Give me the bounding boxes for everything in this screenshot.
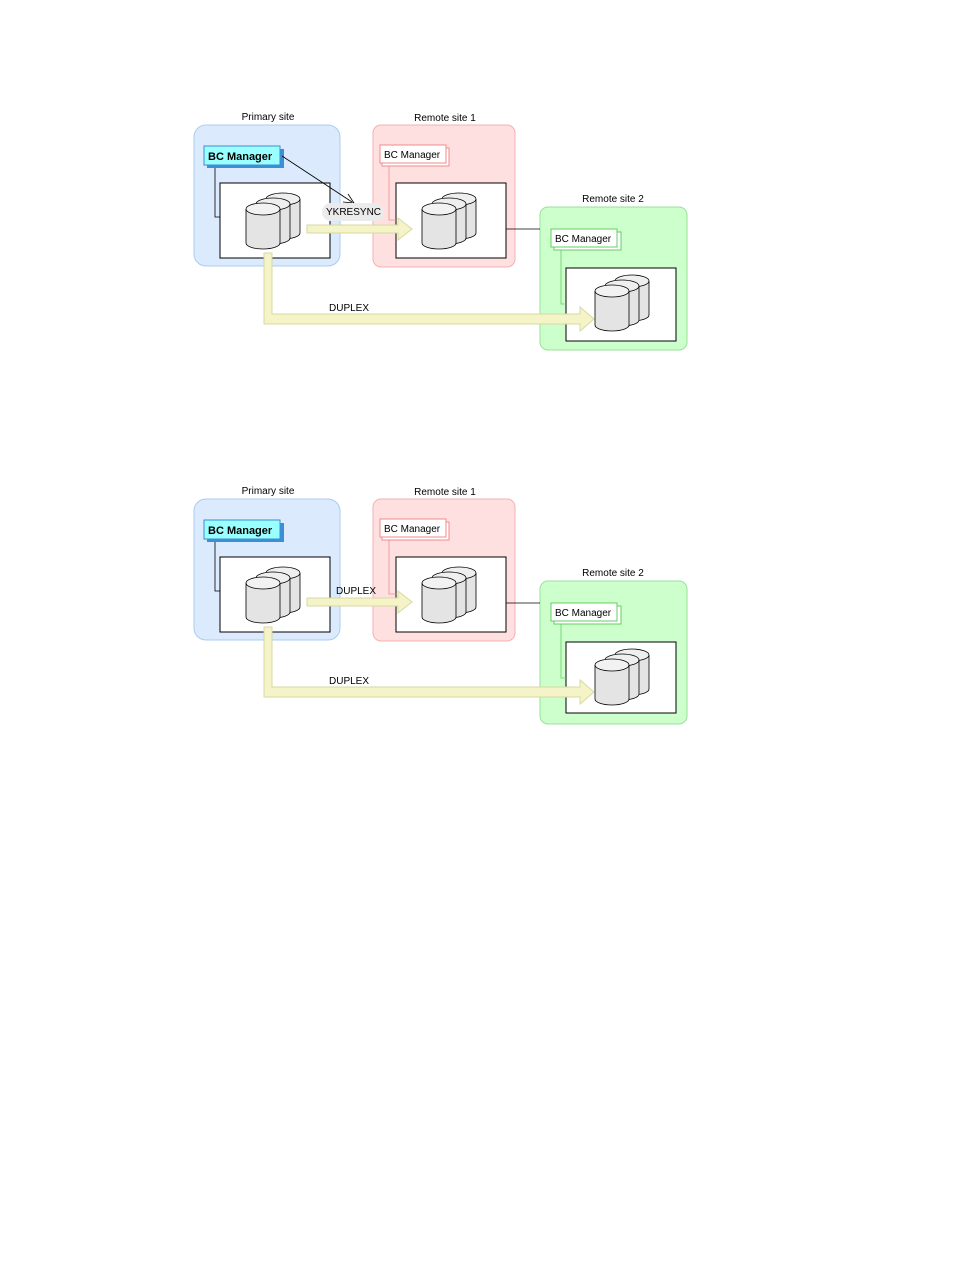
diagram-before-resync: Primary site Remote site 1 Remote site 2…	[0, 100, 954, 360]
remote2-pair-status-label: DUPLEX	[329, 303, 369, 314]
remote2-bc-manager-label: BC Manager	[555, 234, 612, 245]
command-arrow-head	[343, 194, 354, 203]
remote-site-1-label: Remote site 1	[414, 113, 476, 124]
primary-site-label: Primary site	[242, 486, 295, 497]
diagram-after-resync: Primary site Remote site 1 Remote site 2…	[0, 474, 954, 734]
remote-site-2-label: Remote site 2	[582, 568, 644, 579]
remote1-bc-manager-label: BC Manager	[384, 150, 441, 161]
remote-site-1-label: Remote site 1	[414, 487, 476, 498]
remote-site-2-label: Remote site 2	[582, 194, 644, 205]
primary-bc-manager-label: BC Manager	[208, 151, 273, 163]
remote1-bc-manager-label: BC Manager	[384, 524, 441, 535]
primary-bc-manager-label: BC Manager	[208, 525, 273, 537]
remote1-pair-status-label: DUPLEX	[336, 586, 376, 597]
remote2-bc-manager-label: BC Manager	[555, 608, 612, 619]
command-label: YKRESYNC	[326, 207, 381, 218]
remote2-pair-status-label: DUPLEX	[329, 676, 369, 687]
primary-site-label: Primary site	[242, 112, 295, 123]
